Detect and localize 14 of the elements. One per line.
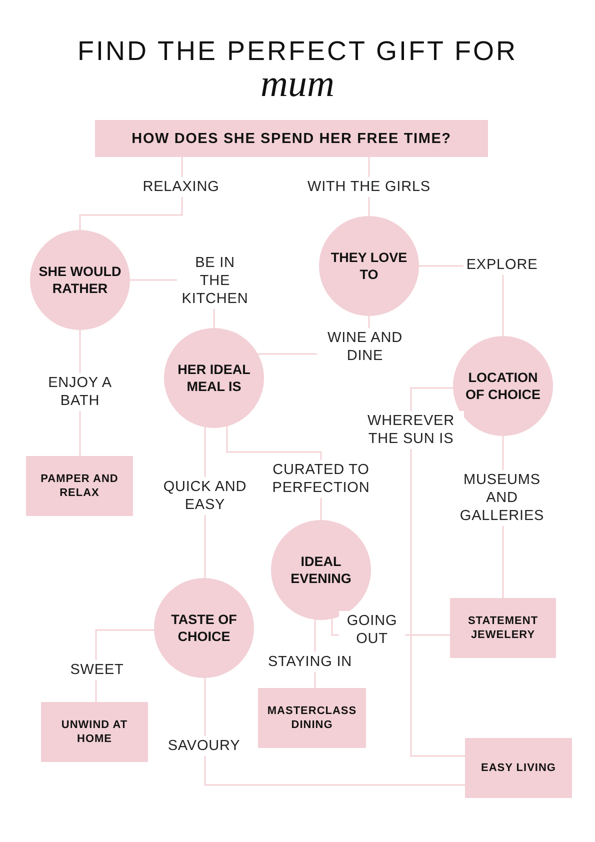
result-box: HOW DOES SHE SPEND HER FREE TIME? (95, 120, 488, 157)
decision-circle: HER IDEAL MEAL IS (164, 328, 264, 428)
result-box: STATEMENT JEWELERY (450, 598, 556, 658)
connector-line (79, 157, 183, 230)
decision-circle: LOCATION OF CHOICE (453, 336, 553, 436)
connector-line (410, 387, 465, 757)
result-box: EASY LIVING (465, 738, 572, 798)
result-box: PAMPER AND RELAX (26, 456, 133, 516)
connector-line (204, 678, 465, 786)
decision-circle: SHE WOULD RATHER (30, 230, 130, 330)
result-box: UNWIND AT HOME (41, 702, 148, 762)
decision-circle: THEY LOVE TO (319, 216, 419, 316)
decision-circle: TASTE OF CHOICE (154, 578, 254, 678)
result-box: MASTERCLASS DINING (258, 688, 366, 748)
